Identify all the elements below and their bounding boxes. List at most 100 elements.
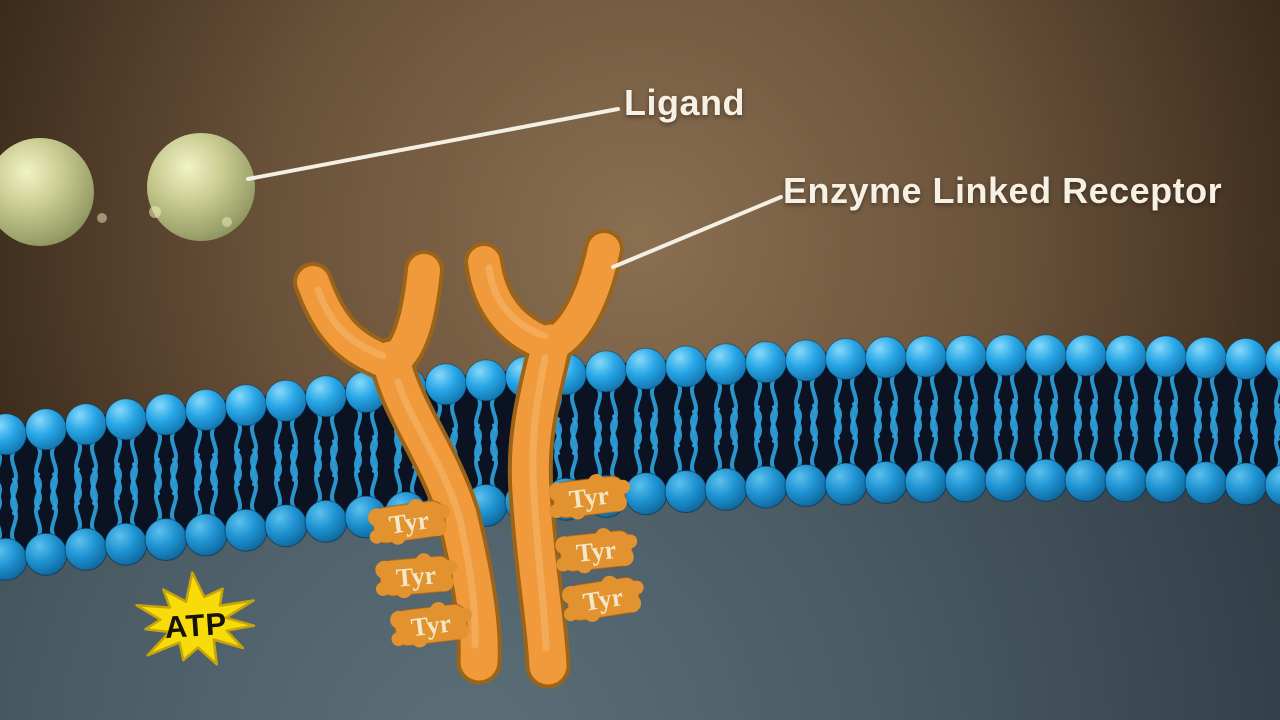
- lipid-tail: [850, 402, 858, 468]
- tyr-block-shape: [428, 518, 447, 537]
- tyr-block-shape: [595, 528, 612, 545]
- lipid-head-bottom: [64, 527, 108, 571]
- lipid-tail: [650, 411, 658, 478]
- tyr-block-shape: [396, 582, 413, 599]
- lipid-head-top: [105, 398, 147, 441]
- lipid-tail: [914, 399, 922, 466]
- receptor-pointer-line: [611, 195, 783, 269]
- lipid-tail: [1170, 399, 1178, 466]
- lipid-head-bottom: [224, 508, 268, 552]
- lipid-head-bottom: [1264, 464, 1280, 506]
- tyr-block-shape: [588, 474, 605, 491]
- sphere-highlight: [149, 206, 161, 218]
- tyr-block-shape: [584, 605, 601, 622]
- lipid-head-bottom: [864, 460, 908, 504]
- lipid-head-top: [65, 403, 107, 446]
- lipid-tail: [1154, 399, 1162, 466]
- lipid-tail: [130, 462, 138, 529]
- sphere-highlight: [222, 217, 232, 227]
- lipid-head-bottom: [1224, 462, 1268, 506]
- tyr-block-shape: [390, 610, 409, 629]
- lipid-head-bottom: [1024, 458, 1068, 502]
- tyr-label: Tyr: [395, 560, 437, 592]
- tyr-block-shape: [435, 504, 450, 519]
- lipid-tail: [1034, 398, 1042, 465]
- lipid-tail: [634, 411, 642, 478]
- tyr-block-shape: [601, 575, 618, 592]
- lipid-head-top: [185, 388, 227, 431]
- lipid-tail: [34, 472, 42, 539]
- lipid-tail: [490, 423, 498, 490]
- tyr-block-shape: [411, 631, 428, 648]
- tyr-label: Tyr: [581, 582, 625, 617]
- tyr-block-shape: [549, 504, 564, 519]
- lipid-head-top: [1265, 339, 1280, 381]
- tyr-block-shape: [376, 581, 391, 596]
- tyr-block-shape: [368, 508, 387, 527]
- lipid-tail: [10, 477, 18, 544]
- lipid-tail: [274, 443, 282, 510]
- lipid-tail: [970, 398, 978, 465]
- lipid-tail: [1234, 401, 1242, 468]
- lipid-head-top: [665, 345, 707, 388]
- lipid-tail: [1250, 401, 1258, 468]
- lipid-head-top: [1025, 334, 1067, 377]
- lipid-head-top: [425, 363, 467, 406]
- lipid-head-top: [625, 347, 667, 390]
- tyrosine-residue: Tyr: [390, 602, 473, 648]
- tyr-block-shape: [563, 607, 578, 622]
- lipid-head-top: [145, 393, 187, 436]
- lipid-tail: [1114, 398, 1122, 465]
- lipid-head-top: [1225, 337, 1267, 380]
- tyr-block-shape: [443, 559, 458, 574]
- lipid-head-bottom: [624, 472, 668, 516]
- tyr-block-shape: [569, 503, 586, 520]
- lipid-head-top: [1185, 336, 1227, 379]
- sphere-highlight: [97, 213, 107, 223]
- lipid-tail: [474, 423, 482, 490]
- lipid-tail: [50, 472, 58, 539]
- lipid-head-bottom: [784, 464, 828, 507]
- ligand-pointer-line: [246, 107, 620, 181]
- tyrosine-residue: Tyr: [561, 575, 644, 622]
- ligand-molecules: [0, 133, 255, 246]
- lipid-head-bottom: [704, 467, 748, 511]
- lipid-head-top: [785, 339, 827, 382]
- tyr-block-shape: [548, 482, 567, 501]
- lipid-head-top: [745, 341, 787, 384]
- lipid-head-top: [1065, 334, 1107, 377]
- tyr-block-shape: [629, 580, 644, 595]
- lipid-head-bottom: [664, 470, 708, 513]
- lipid-tail: [74, 467, 82, 534]
- lipid-tail: [834, 402, 842, 468]
- tyr-block-shape: [623, 594, 642, 613]
- lipid-tail: [1050, 398, 1058, 465]
- lipid-tail: [394, 430, 402, 497]
- lipid-head-bottom: [744, 465, 788, 509]
- lipid-tail: [570, 417, 578, 484]
- tyr-block-shape: [555, 536, 574, 555]
- lipid-tail: [890, 400, 898, 467]
- lipid-tail: [1074, 398, 1082, 465]
- lipid-head-top: [865, 336, 907, 379]
- lipid-head-bottom: [944, 459, 988, 503]
- lipid-tail: [810, 403, 818, 470]
- lipid-head-bottom: [304, 499, 348, 543]
- lipid-head-bottom: [184, 513, 228, 557]
- lipid-tail: [730, 407, 738, 474]
- lipid-tail: [194, 452, 202, 519]
- tyr-block-shape: [389, 528, 406, 545]
- lipid-tail: [114, 462, 122, 529]
- lipid-head-bottom: [1144, 459, 1188, 503]
- lipid-tail: [1130, 398, 1138, 465]
- tyr-block-shape: [616, 479, 631, 494]
- tyrosine-residue: Tyr: [555, 528, 638, 574]
- enzyme-linked-receptor-right: [464, 229, 624, 689]
- lipid-tail: [1090, 398, 1098, 465]
- lipid-tail: [1010, 398, 1018, 465]
- lipid-head-bottom: [904, 460, 948, 503]
- lipid-head-top: [225, 384, 267, 427]
- lipid-head-top: [585, 350, 627, 393]
